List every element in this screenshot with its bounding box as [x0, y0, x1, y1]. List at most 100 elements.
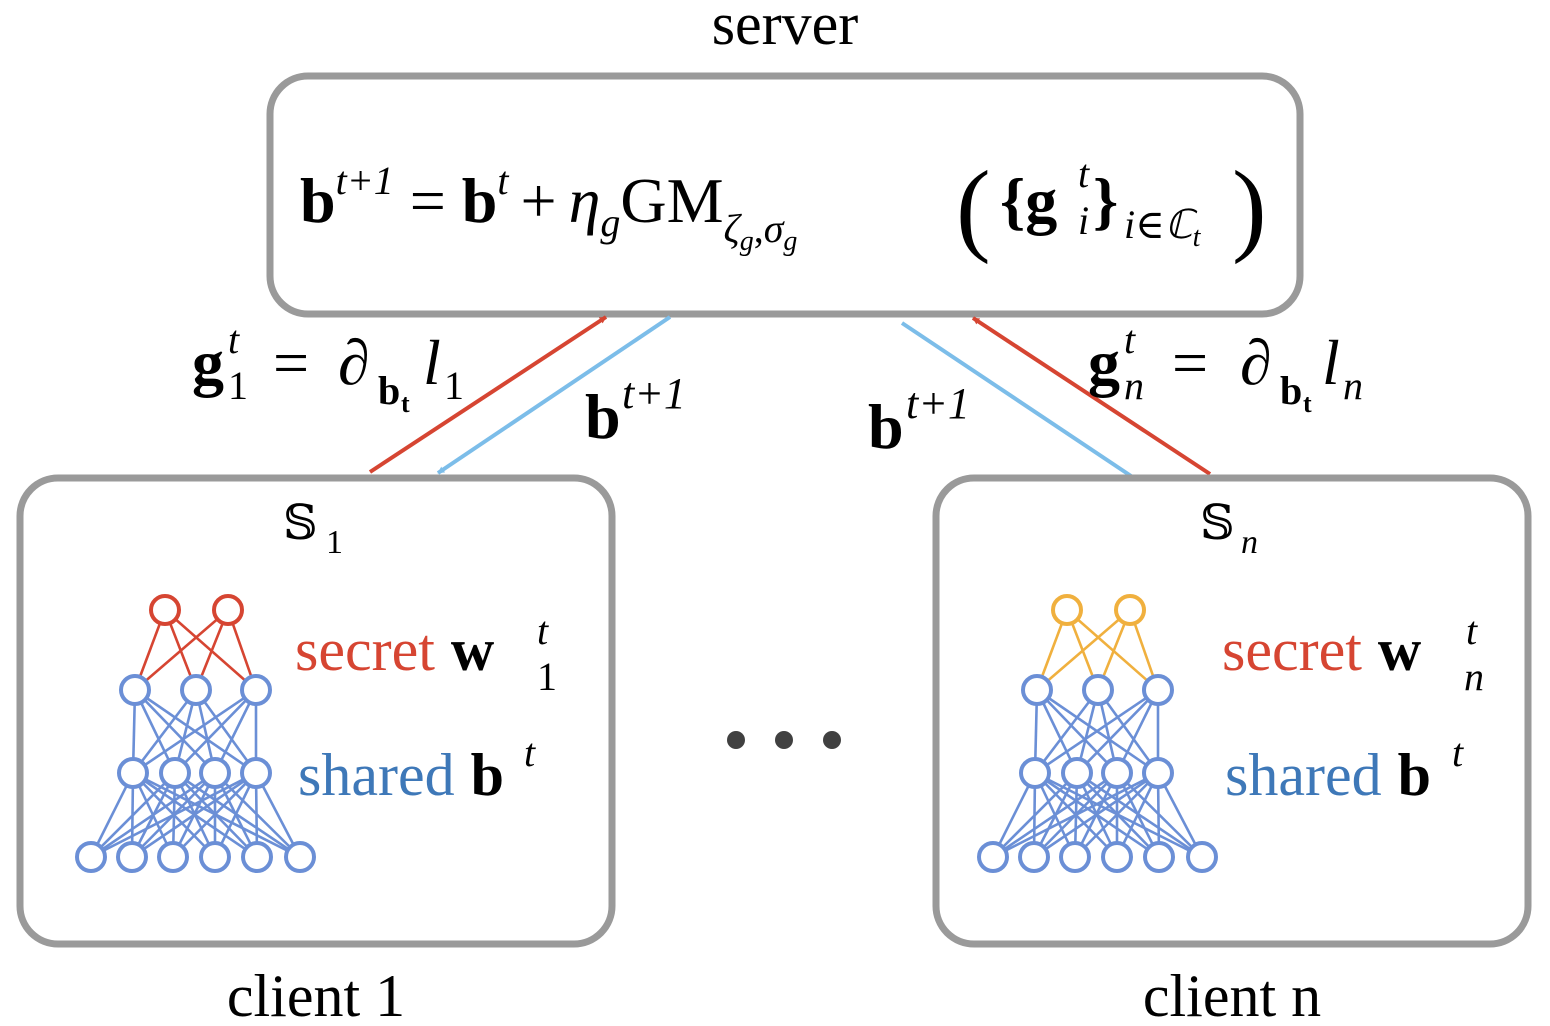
broadcastn-b: b [868, 391, 904, 462]
clientn-shared-node [1101, 757, 1133, 789]
formula-b-superscript: t+1 [336, 158, 394, 203]
grad1-partial-b: b [378, 368, 400, 413]
clientn-net-edge [1036, 609, 1131, 691]
formula-right-brace: } [1093, 165, 1118, 236]
client1-net-edge [194, 689, 258, 774]
client1-secret-node [149, 594, 181, 626]
broadcastn-superscript: t+1 [906, 379, 970, 428]
download-arrow-clientn [900, 321, 1142, 484]
clientn-net-edge [1066, 609, 1159, 691]
clientn-net-edge [1074, 772, 1159, 858]
clientn-secret-var: w [1378, 617, 1422, 683]
client1-shared-word: shared [298, 742, 455, 808]
svg-text:{g: {g [1000, 165, 1057, 236]
client1-secret-superscript: t [537, 608, 549, 653]
formula-plus: + [521, 165, 557, 236]
clientn-box [932, 474, 1532, 948]
clientn-shared-node [1082, 674, 1114, 706]
svg-text:i∈ℂt: i∈ℂt [1124, 202, 1202, 253]
clientn-shared-superscript: t [1452, 730, 1464, 775]
clientn-secret-word: secret [1222, 617, 1362, 683]
client1-net-edge [174, 689, 257, 774]
client1-net-edge [134, 689, 216, 774]
client1-dataset-subscript: 1 [326, 524, 343, 561]
clientn-secret-superscript: t [1466, 608, 1478, 653]
formula-left-brace: { [1000, 165, 1025, 236]
client1-dataset-symbol: 𝕊 [283, 497, 318, 550]
formula-left-paren: ( [956, 150, 991, 265]
formula-eta: η [569, 165, 601, 236]
client1-shared-var: b [471, 742, 504, 808]
label-gradient-clientn: g t n = ∂ b t l n [1088, 317, 1363, 418]
grad1-partial: ∂ [338, 327, 370, 398]
formula-eta-subscript: g [600, 200, 620, 245]
clientn-shared-node [1061, 757, 1093, 789]
broadcast1-superscript: t+1 [622, 369, 686, 418]
clientn-net-edge [1036, 689, 1118, 774]
formula-right-paren: ) [1232, 150, 1267, 265]
gradn-l: l [1322, 327, 1340, 398]
formula-b-current: b [462, 165, 498, 236]
clientn-shared-node [1059, 841, 1091, 873]
clientn-net-edge [1034, 688, 1159, 775]
formula-gm: GM [620, 165, 723, 236]
formula-gm-subscript-g1: g [740, 226, 754, 257]
clientn-secret-node [1114, 594, 1146, 626]
formula-g-subscript: i [1078, 198, 1089, 243]
gradn-l-subscript: n [1343, 363, 1363, 408]
clientn-dataset-subscript: n [1241, 524, 1258, 561]
formula-equals: = [410, 165, 446, 236]
grad1-superscript: t [228, 317, 240, 362]
client1-neural-network [75, 594, 316, 873]
client1-shared-node [241, 841, 273, 873]
client1-shared-superscript: t [524, 730, 536, 775]
grad1-l-subscript: 1 [444, 363, 464, 408]
formula-g-superscript: t [1078, 151, 1090, 196]
upload-arrow-client1 [368, 315, 608, 474]
client1-shared-node [199, 841, 231, 873]
clientn-shared-var: b [1398, 742, 1431, 808]
gradn-partial: ∂ [1240, 327, 1272, 398]
clientn-shared-node [1142, 674, 1174, 706]
client1-shared-node [240, 757, 272, 789]
clientn-net-edge [1096, 689, 1160, 774]
formula-set-subscript: i∈ℂ [1124, 202, 1198, 247]
gradn-g: g [1088, 327, 1120, 398]
clientn-net-edge [1033, 771, 1159, 859]
ellipsis [727, 731, 841, 749]
clientn-shared-node [1101, 841, 1133, 873]
gradn-equals: = [1172, 327, 1208, 398]
client1-shared-node [117, 757, 149, 789]
clientn-shared-node [1019, 757, 1051, 789]
clientn-shared-node [977, 841, 1009, 873]
formula-gm-subscript-zeta: ζ [723, 206, 742, 251]
grad1-equals: = [273, 327, 309, 398]
clientn-dataset: 𝕊 n [1200, 497, 1258, 561]
client1-shared-node [180, 674, 212, 706]
upload-arrow-clientn [971, 316, 1212, 476]
clientn-shared-node [1143, 841, 1175, 873]
client1-shared-node [199, 757, 231, 789]
label-broadcast-clientn: b t+1 [868, 379, 970, 462]
clientn-net-edge [992, 771, 1159, 859]
clientn-name: client n [1143, 963, 1321, 1026]
client1-shared-node [159, 757, 191, 789]
client1-shared-node [240, 674, 272, 706]
client1-secret-subscript: 1 [537, 654, 557, 699]
clientn-shared-node [1021, 674, 1053, 706]
gradn-partial-b: b [1280, 368, 1302, 413]
download-arrow-client1 [436, 315, 672, 475]
client1-shared-node [284, 841, 316, 873]
clientn-neural-network [977, 594, 1218, 873]
client1-net-edge [131, 771, 257, 859]
label-gradient-client1: g t 1 = ∂ b t l 1 [192, 317, 464, 418]
client1-dataset: 𝕊 1 [283, 497, 343, 561]
clientn-shared-word: shared [1225, 742, 1382, 808]
client1-shared-node [119, 674, 151, 706]
clientn-shared-node [1142, 757, 1174, 789]
